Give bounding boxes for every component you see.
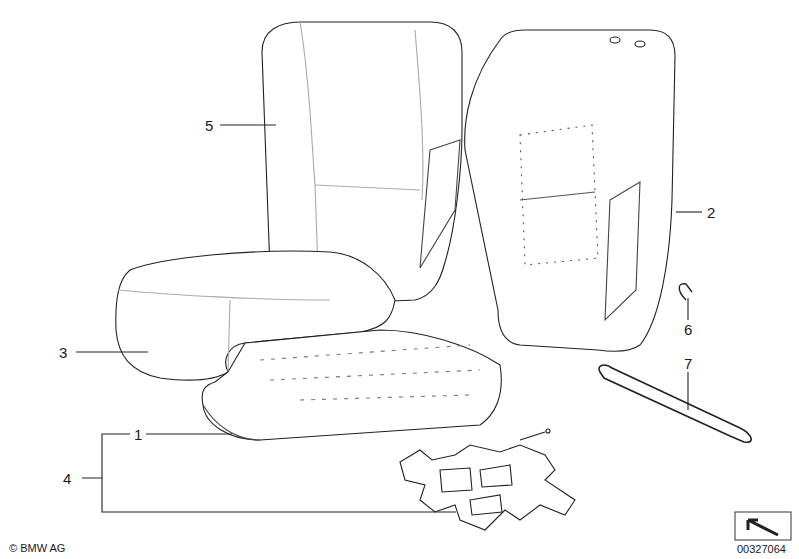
callout-number: 3 (58, 345, 68, 360)
base-plate (400, 445, 575, 530)
leader-line (687, 372, 688, 410)
orientation-icon (735, 512, 791, 540)
leader-line (76, 351, 148, 352)
callout-number: 2 (706, 205, 716, 220)
diagram-number: 00327064 (736, 544, 787, 555)
callout-number: 5 (204, 118, 214, 133)
bracket (82, 434, 456, 512)
leader-line (220, 124, 276, 125)
clip (679, 284, 692, 300)
leader-line (146, 433, 232, 434)
backrest-pad (465, 30, 675, 351)
copyright-note: © BMW AG (8, 543, 66, 554)
callout-number: 7 (683, 356, 693, 371)
callout-number: 6 (683, 322, 693, 337)
leader-line (676, 211, 702, 212)
leader-line (687, 298, 688, 320)
callout-number: 1 (133, 427, 143, 442)
seat-foam (202, 330, 501, 440)
wire-rope (599, 365, 751, 442)
callout-number: 4 (62, 471, 72, 486)
